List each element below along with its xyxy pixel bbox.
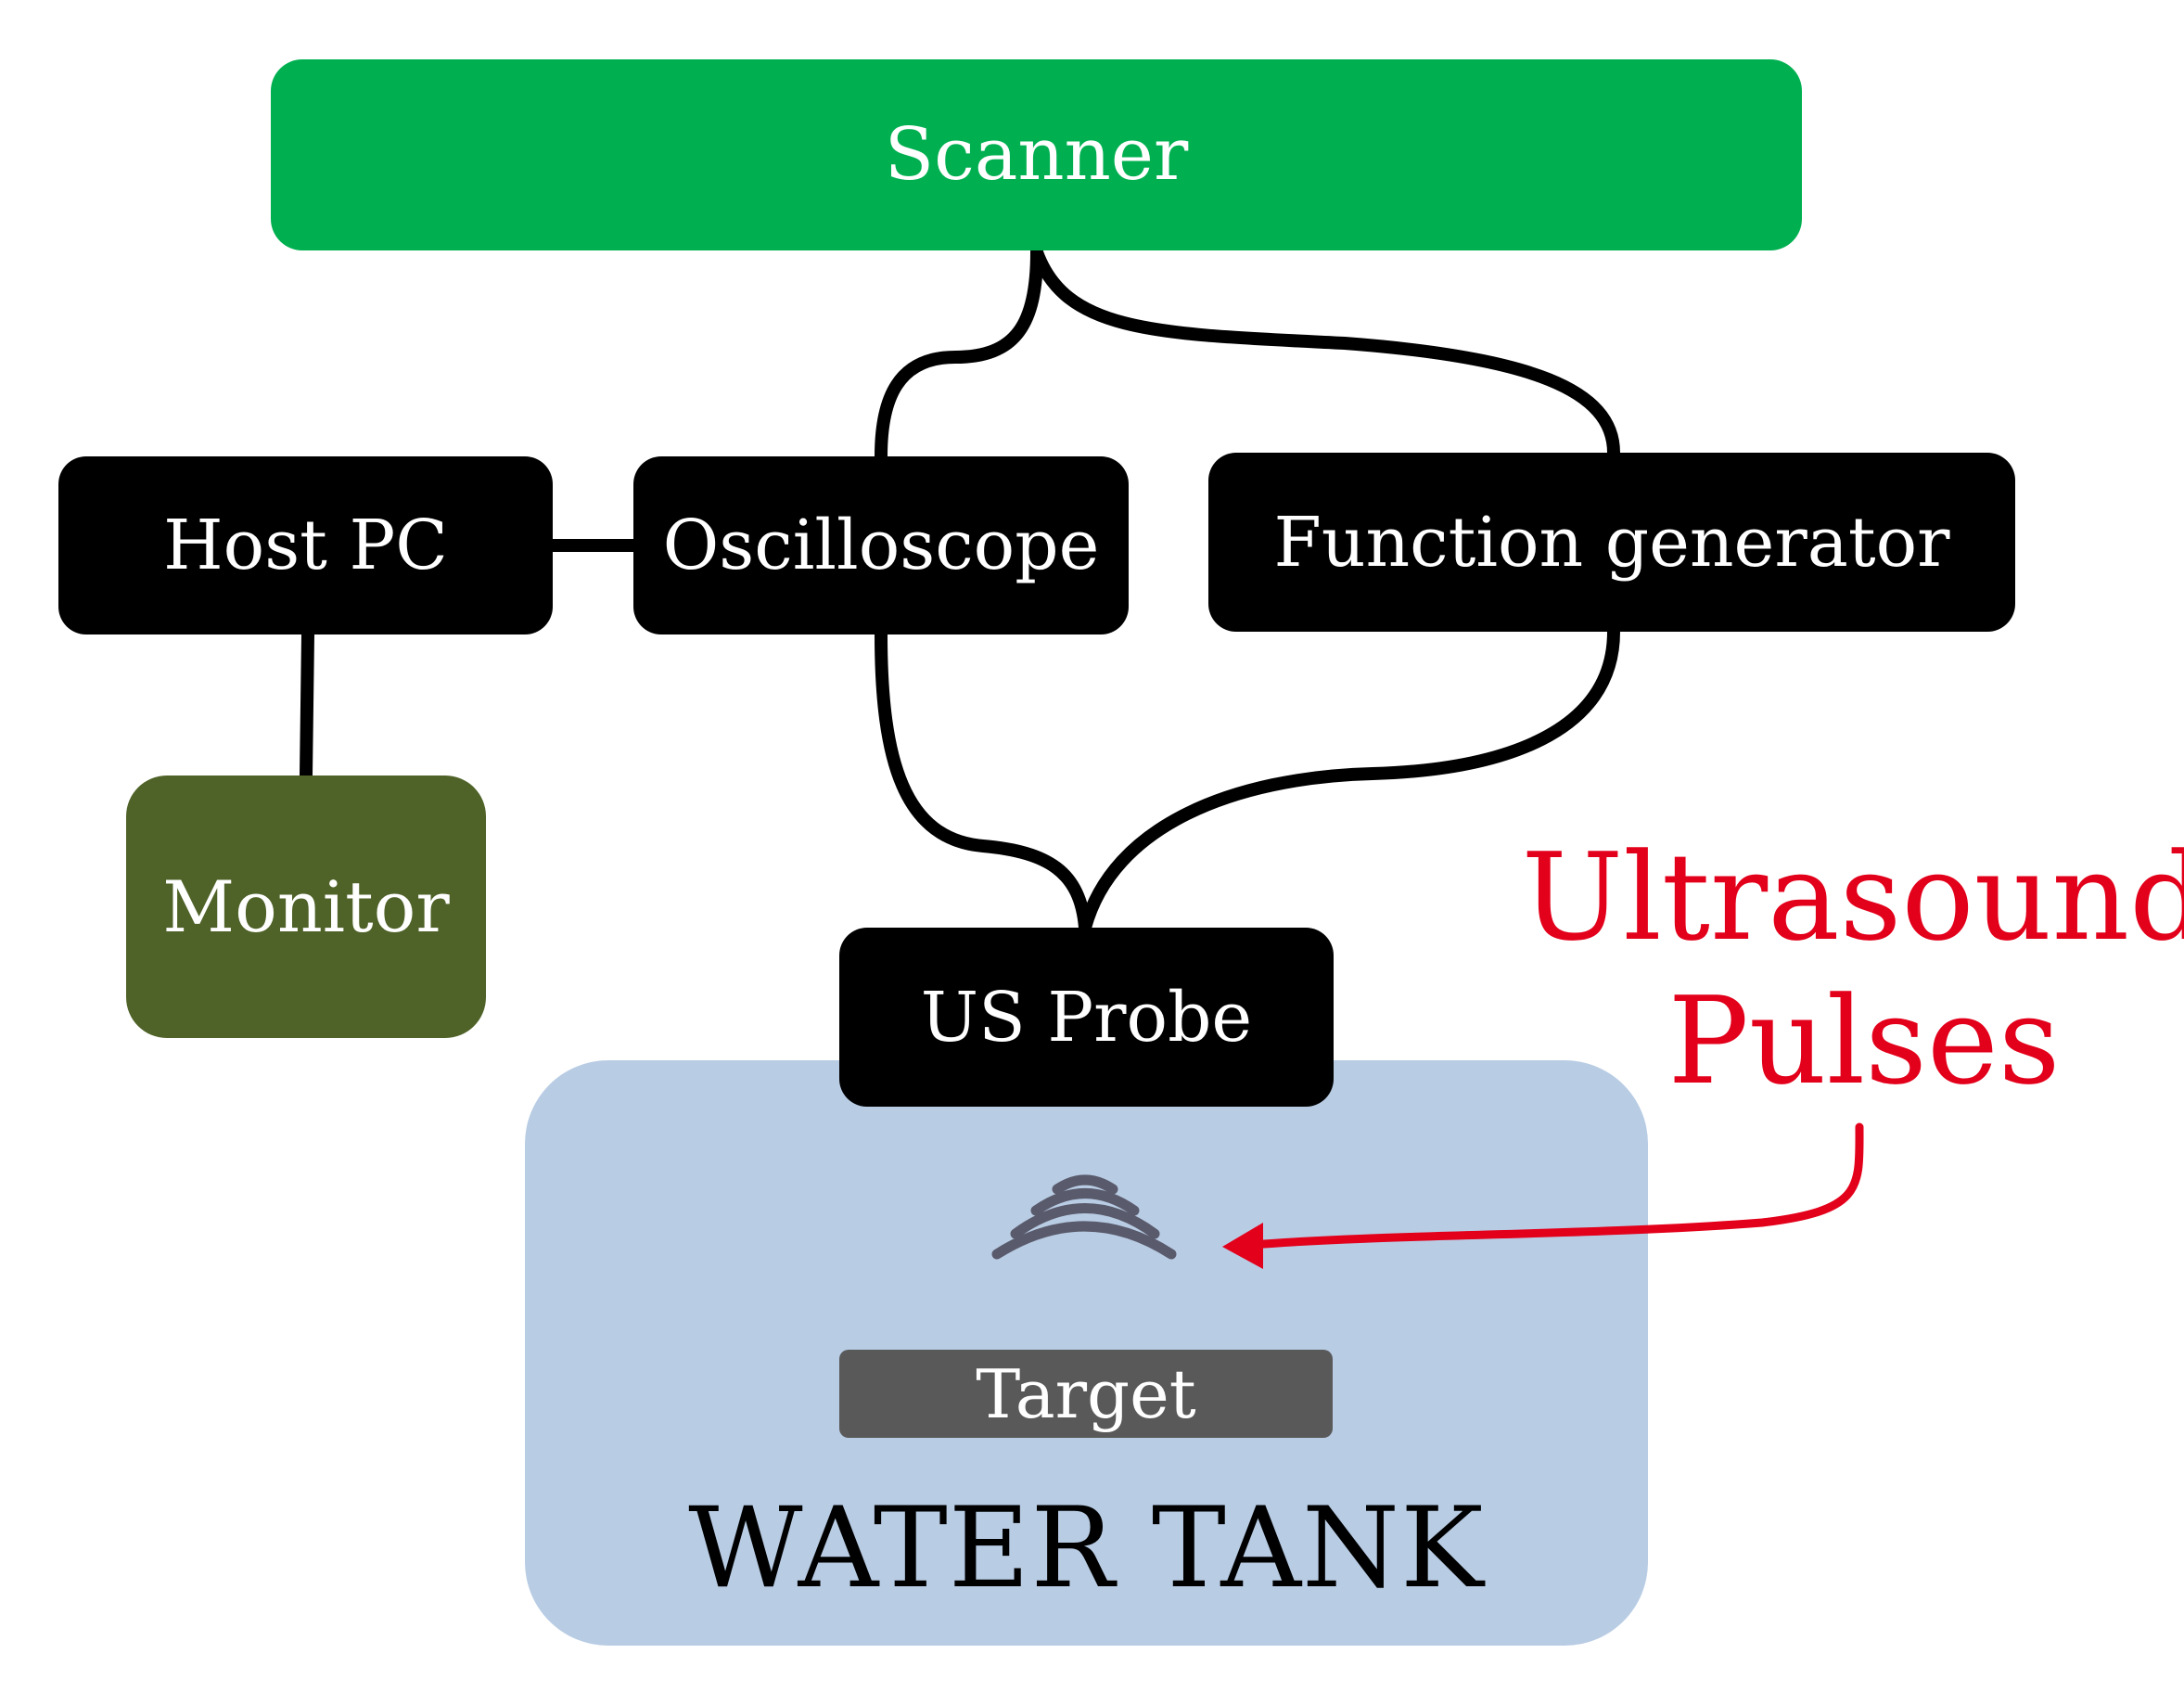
scanner-label: Scanner (884, 113, 1189, 197)
annotation-line-2: Pulses (1667, 970, 2061, 1111)
host-pc-node: Host PC (58, 456, 553, 634)
function-generator-label: Function generator (1273, 502, 1950, 583)
target-label: Target (976, 1354, 1196, 1433)
oscilloscope-node: Oscilloscope (633, 456, 1129, 634)
cable-hostpc-monitor (300, 628, 314, 782)
target-node: Target (839, 1350, 1333, 1438)
cable-function-generator-probe (1079, 625, 1620, 934)
host-pc-label: Host PC (163, 506, 448, 585)
water-tank-label: WATER TANK (688, 1484, 1485, 1613)
ultrasound-arrow (1222, 1122, 1864, 1269)
ultrasound-waves-icon (991, 1174, 1177, 1260)
cable-oscilloscope-probe (875, 628, 1092, 934)
function-generator-node: Function generator (1208, 453, 2015, 632)
oscilloscope-label: Oscilloscope (662, 506, 1100, 585)
cable-scanner-function-generator (1030, 246, 1620, 459)
scanner-node: Scanner (271, 59, 1802, 250)
annotation-line-1: Ultrasound (1521, 827, 2184, 968)
us-probe-node: US Probe (839, 928, 1334, 1107)
us-probe-label: US Probe (920, 977, 1253, 1058)
monitor-node: Monitor (126, 776, 486, 1038)
ultrasound-pulses-annotation: Ultrasound Pulses (1521, 826, 2184, 1113)
cable-scanner-oscilloscope (875, 246, 1043, 463)
monitor-label: Monitor (162, 865, 450, 948)
